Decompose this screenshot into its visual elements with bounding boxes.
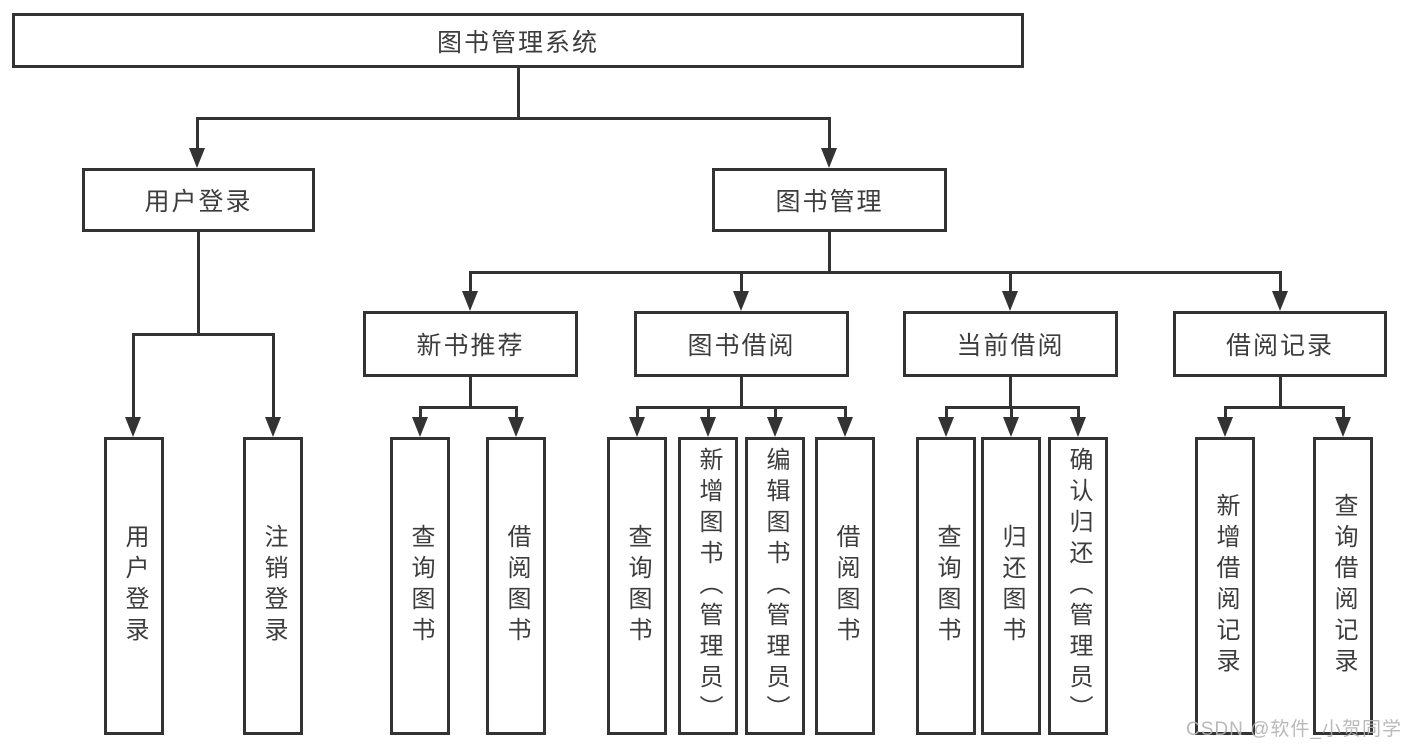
arrow-to-borrow-records-icon xyxy=(1272,291,1288,311)
connector-to-leaf-edit-book xyxy=(774,406,777,420)
leaf-confirm-return-admin-label: 确认归还（管理员） xyxy=(1065,446,1092,726)
leaf-query-borrow-record-label: 查询借阅记录 xyxy=(1330,493,1357,679)
leaf-query-book-1-label: 查询图书 xyxy=(407,524,434,648)
leaf-add-book-admin: 新增图书（管理员） xyxy=(678,437,738,735)
node-book-borrow: 图书借阅 xyxy=(634,311,849,377)
arrow-to-leaf-borrow-2-icon xyxy=(837,417,853,437)
connector-user-login-split xyxy=(132,333,274,336)
leaf-logout-label: 注销登录 xyxy=(260,524,287,648)
connector-to-borrow-records xyxy=(1279,271,1282,295)
arrow-to-leaf-logout-icon xyxy=(265,417,281,437)
arrow-to-leaf-query-2-icon xyxy=(629,417,645,437)
leaf-query-book-2-label: 查询图书 xyxy=(624,524,651,648)
connector-to-leaf-borrow-1 xyxy=(515,406,518,420)
leaf-query-book-3: 查询图书 xyxy=(916,437,976,735)
connector-to-leaf-confirm-return xyxy=(1077,406,1080,420)
arrow-to-leaf-confirm-return-icon xyxy=(1070,417,1086,437)
connector-to-book-borrow xyxy=(740,271,743,295)
connector-to-leaf-query-3 xyxy=(945,406,948,420)
node-book-management: 图书管理 xyxy=(712,168,947,232)
arrow-to-leaf-query-1-icon xyxy=(412,417,428,437)
leaf-borrow-book-1: 借阅图书 xyxy=(486,437,546,735)
connector-borrow-records-split xyxy=(1224,406,1344,409)
watermark: CSDN @软件_小贺同学 xyxy=(1186,719,1402,740)
connector-book-management-stub xyxy=(828,232,831,274)
arrow-to-user-login-icon xyxy=(189,148,205,168)
leaf-logout: 注销登录 xyxy=(243,437,303,735)
leaf-edit-book-admin-label: 编辑图书（管理员） xyxy=(762,446,789,726)
leaf-return-book-label: 归还图书 xyxy=(998,524,1025,648)
leaf-add-borrow-record: 新增借阅记录 xyxy=(1195,437,1255,735)
node-book-management-label: 图书管理 xyxy=(775,188,884,216)
arrow-to-leaf-return-book-icon xyxy=(1003,417,1019,437)
node-new-book-recommend-label: 新书推荐 xyxy=(416,332,525,360)
arrow-to-leaf-add-book-icon xyxy=(700,417,716,437)
connector-to-leaf-add-record xyxy=(1224,406,1227,420)
leaf-confirm-return-admin: 确认归还（管理员） xyxy=(1048,437,1108,735)
node-new-book-recommend: 新书推荐 xyxy=(363,311,578,377)
connector-to-leaf-query-2 xyxy=(636,406,639,420)
leaf-borrow-book-2-label: 借阅图书 xyxy=(832,524,859,648)
connector-to-leaf-query-1 xyxy=(419,406,422,420)
connector-to-leaf-login xyxy=(132,333,135,419)
connector-current-borrow-stub xyxy=(1009,377,1012,409)
connector-to-leaf-logout xyxy=(272,333,275,419)
connector-book-management-split xyxy=(470,271,1281,274)
leaf-query-book-1: 查询图书 xyxy=(390,437,450,735)
leaf-user-login: 用户登录 xyxy=(104,437,164,735)
node-user-login: 用户登录 xyxy=(82,168,315,232)
arrow-to-leaf-add-record-icon xyxy=(1217,417,1233,437)
connector-new-book-stub xyxy=(469,377,472,409)
connector-to-current-borrow xyxy=(1009,271,1012,295)
connector-borrow-records-stub xyxy=(1279,377,1282,409)
node-user-login-label: 用户登录 xyxy=(144,188,253,216)
arrow-to-leaf-query-record-icon xyxy=(1335,417,1351,437)
node-borrow-records: 借阅记录 xyxy=(1173,311,1387,377)
arrow-to-book-management-icon xyxy=(821,148,837,168)
leaf-edit-book-admin: 编辑图书（管理员） xyxy=(745,437,805,735)
connector-to-user-login xyxy=(196,117,199,151)
connector-to-new-book xyxy=(469,271,472,295)
connector-to-leaf-return-book xyxy=(1010,406,1013,420)
node-root-label: 图书管理系统 xyxy=(436,28,599,57)
connector-to-leaf-add-book xyxy=(707,406,710,420)
arrow-to-book-borrow-icon xyxy=(733,291,749,311)
arrow-to-current-borrow-icon xyxy=(1002,291,1018,311)
node-current-borrow-label: 当前借阅 xyxy=(956,332,1065,360)
arrow-to-leaf-login-icon xyxy=(125,417,141,437)
connector-user-login-stub xyxy=(197,232,200,336)
node-book-borrow-label: 图书借阅 xyxy=(687,332,796,360)
connector-to-leaf-borrow-2 xyxy=(844,406,847,420)
leaf-add-book-admin-label: 新增图书（管理员） xyxy=(695,446,722,726)
connector-root-split xyxy=(197,117,831,120)
leaf-return-book: 归还图书 xyxy=(981,437,1041,735)
leaf-user-login-label: 用户登录 xyxy=(121,524,148,648)
node-root: 图书管理系统 xyxy=(12,13,1024,68)
connector-book-borrow-split xyxy=(636,406,846,409)
connector-to-leaf-query-record xyxy=(1342,406,1345,420)
leaf-query-book-2: 查询图书 xyxy=(607,437,667,735)
arrow-to-leaf-query-3-icon xyxy=(938,417,954,437)
connector-to-book-management xyxy=(828,117,831,151)
leaf-add-borrow-record-label: 新增借阅记录 xyxy=(1212,493,1239,679)
arrow-to-leaf-borrow-1-icon xyxy=(508,417,524,437)
connector-root-stub xyxy=(517,68,520,118)
arrow-to-new-book-icon xyxy=(462,291,478,311)
leaf-borrow-book-1-label: 借阅图书 xyxy=(503,524,530,648)
leaf-query-borrow-record: 查询借阅记录 xyxy=(1313,437,1373,735)
node-borrow-records-label: 借阅记录 xyxy=(1225,332,1334,360)
connector-new-book-split xyxy=(419,406,517,409)
leaf-query-book-3-label: 查询图书 xyxy=(933,524,960,648)
connector-book-borrow-stub xyxy=(740,377,743,409)
node-current-borrow: 当前借阅 xyxy=(903,311,1118,377)
arrow-to-leaf-edit-book-icon xyxy=(767,417,783,437)
leaf-borrow-book-2: 借阅图书 xyxy=(815,437,875,735)
